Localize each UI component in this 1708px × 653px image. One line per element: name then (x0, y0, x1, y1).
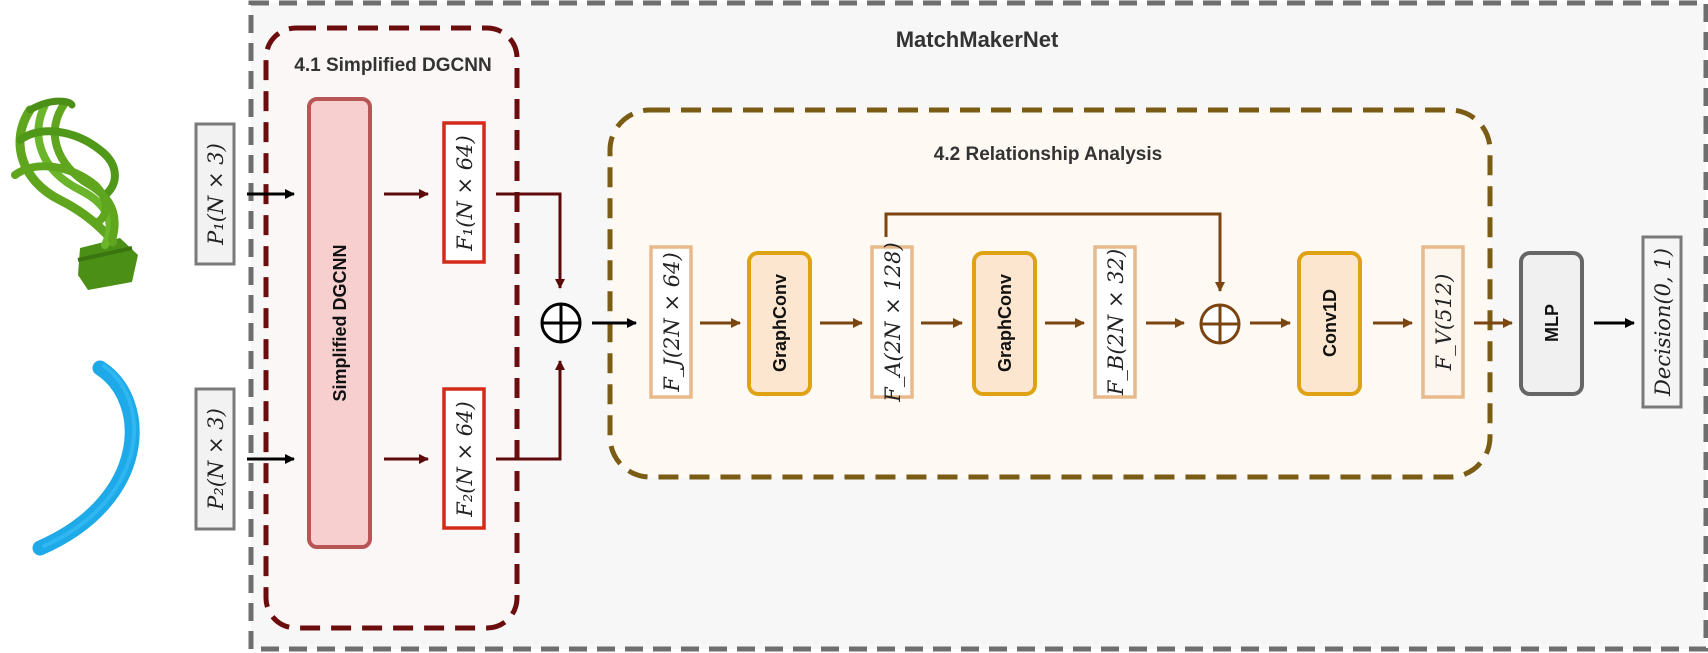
main-title: MatchMakerNet (896, 27, 1059, 52)
mlp-label: MLP (1542, 304, 1562, 342)
dgcnn-block-label: Simplified DGCNN (330, 244, 350, 401)
feature-fj-label: F_J(2N × 64) (660, 252, 684, 392)
conv1d-block (1297, 251, 1362, 396)
feature-fa-label: F_A(2N × 128) (881, 242, 905, 402)
arrow-f1-to-concat (496, 192, 565, 289)
decision-label: Decision(0, 1) (1651, 248, 1675, 397)
blue-object-icon (32, 360, 140, 556)
input-p1-label: P₁(N × 3) (204, 143, 228, 246)
dgcnn-block (307, 97, 372, 549)
graphconv1-label: GraphConv (770, 274, 790, 372)
dgcnn-section-title: 4.1 Simplified DGCNN (294, 55, 491, 76)
graphconv1-block (747, 251, 812, 396)
input-p2-box (194, 387, 236, 531)
arrow-skip-fa-to-concat (884, 212, 1225, 292)
mlp-block (1519, 251, 1584, 396)
feature-fb-box (1093, 245, 1137, 399)
graphconv2-label: GraphConv (995, 274, 1015, 372)
graphconv2-block (972, 251, 1037, 396)
green-object-icon (11, 97, 138, 290)
feature-fv-box (1421, 245, 1465, 399)
feature-fa-box (870, 245, 914, 399)
feature-fv-label: F_V(512) (1432, 274, 1456, 372)
relationship-section (607, 107, 1493, 480)
dgcnn-section (263, 25, 520, 631)
arrow-f2-to-concat (496, 360, 565, 461)
relationship-section-title: 4.2 Relationship Analysis (934, 144, 1162, 165)
feature-f1-box (442, 121, 486, 264)
feature-fj-box (649, 245, 693, 399)
input-p1-box (194, 122, 236, 266)
concat-oplus-icon (540, 302, 582, 344)
conv1d-label: Conv1D (1320, 289, 1340, 357)
input-p2-label: P₂(N × 3) (204, 408, 228, 511)
feature-f2-label: F₂(N × 64) (453, 401, 477, 517)
concat2-oplus-icon (1199, 303, 1241, 345)
feature-f1-label: F₁(N × 64) (453, 135, 477, 251)
feature-fb-label: F_B(2N × 32) (1104, 249, 1128, 396)
feature-f2-box (442, 387, 486, 530)
decision-box (1641, 235, 1683, 409)
